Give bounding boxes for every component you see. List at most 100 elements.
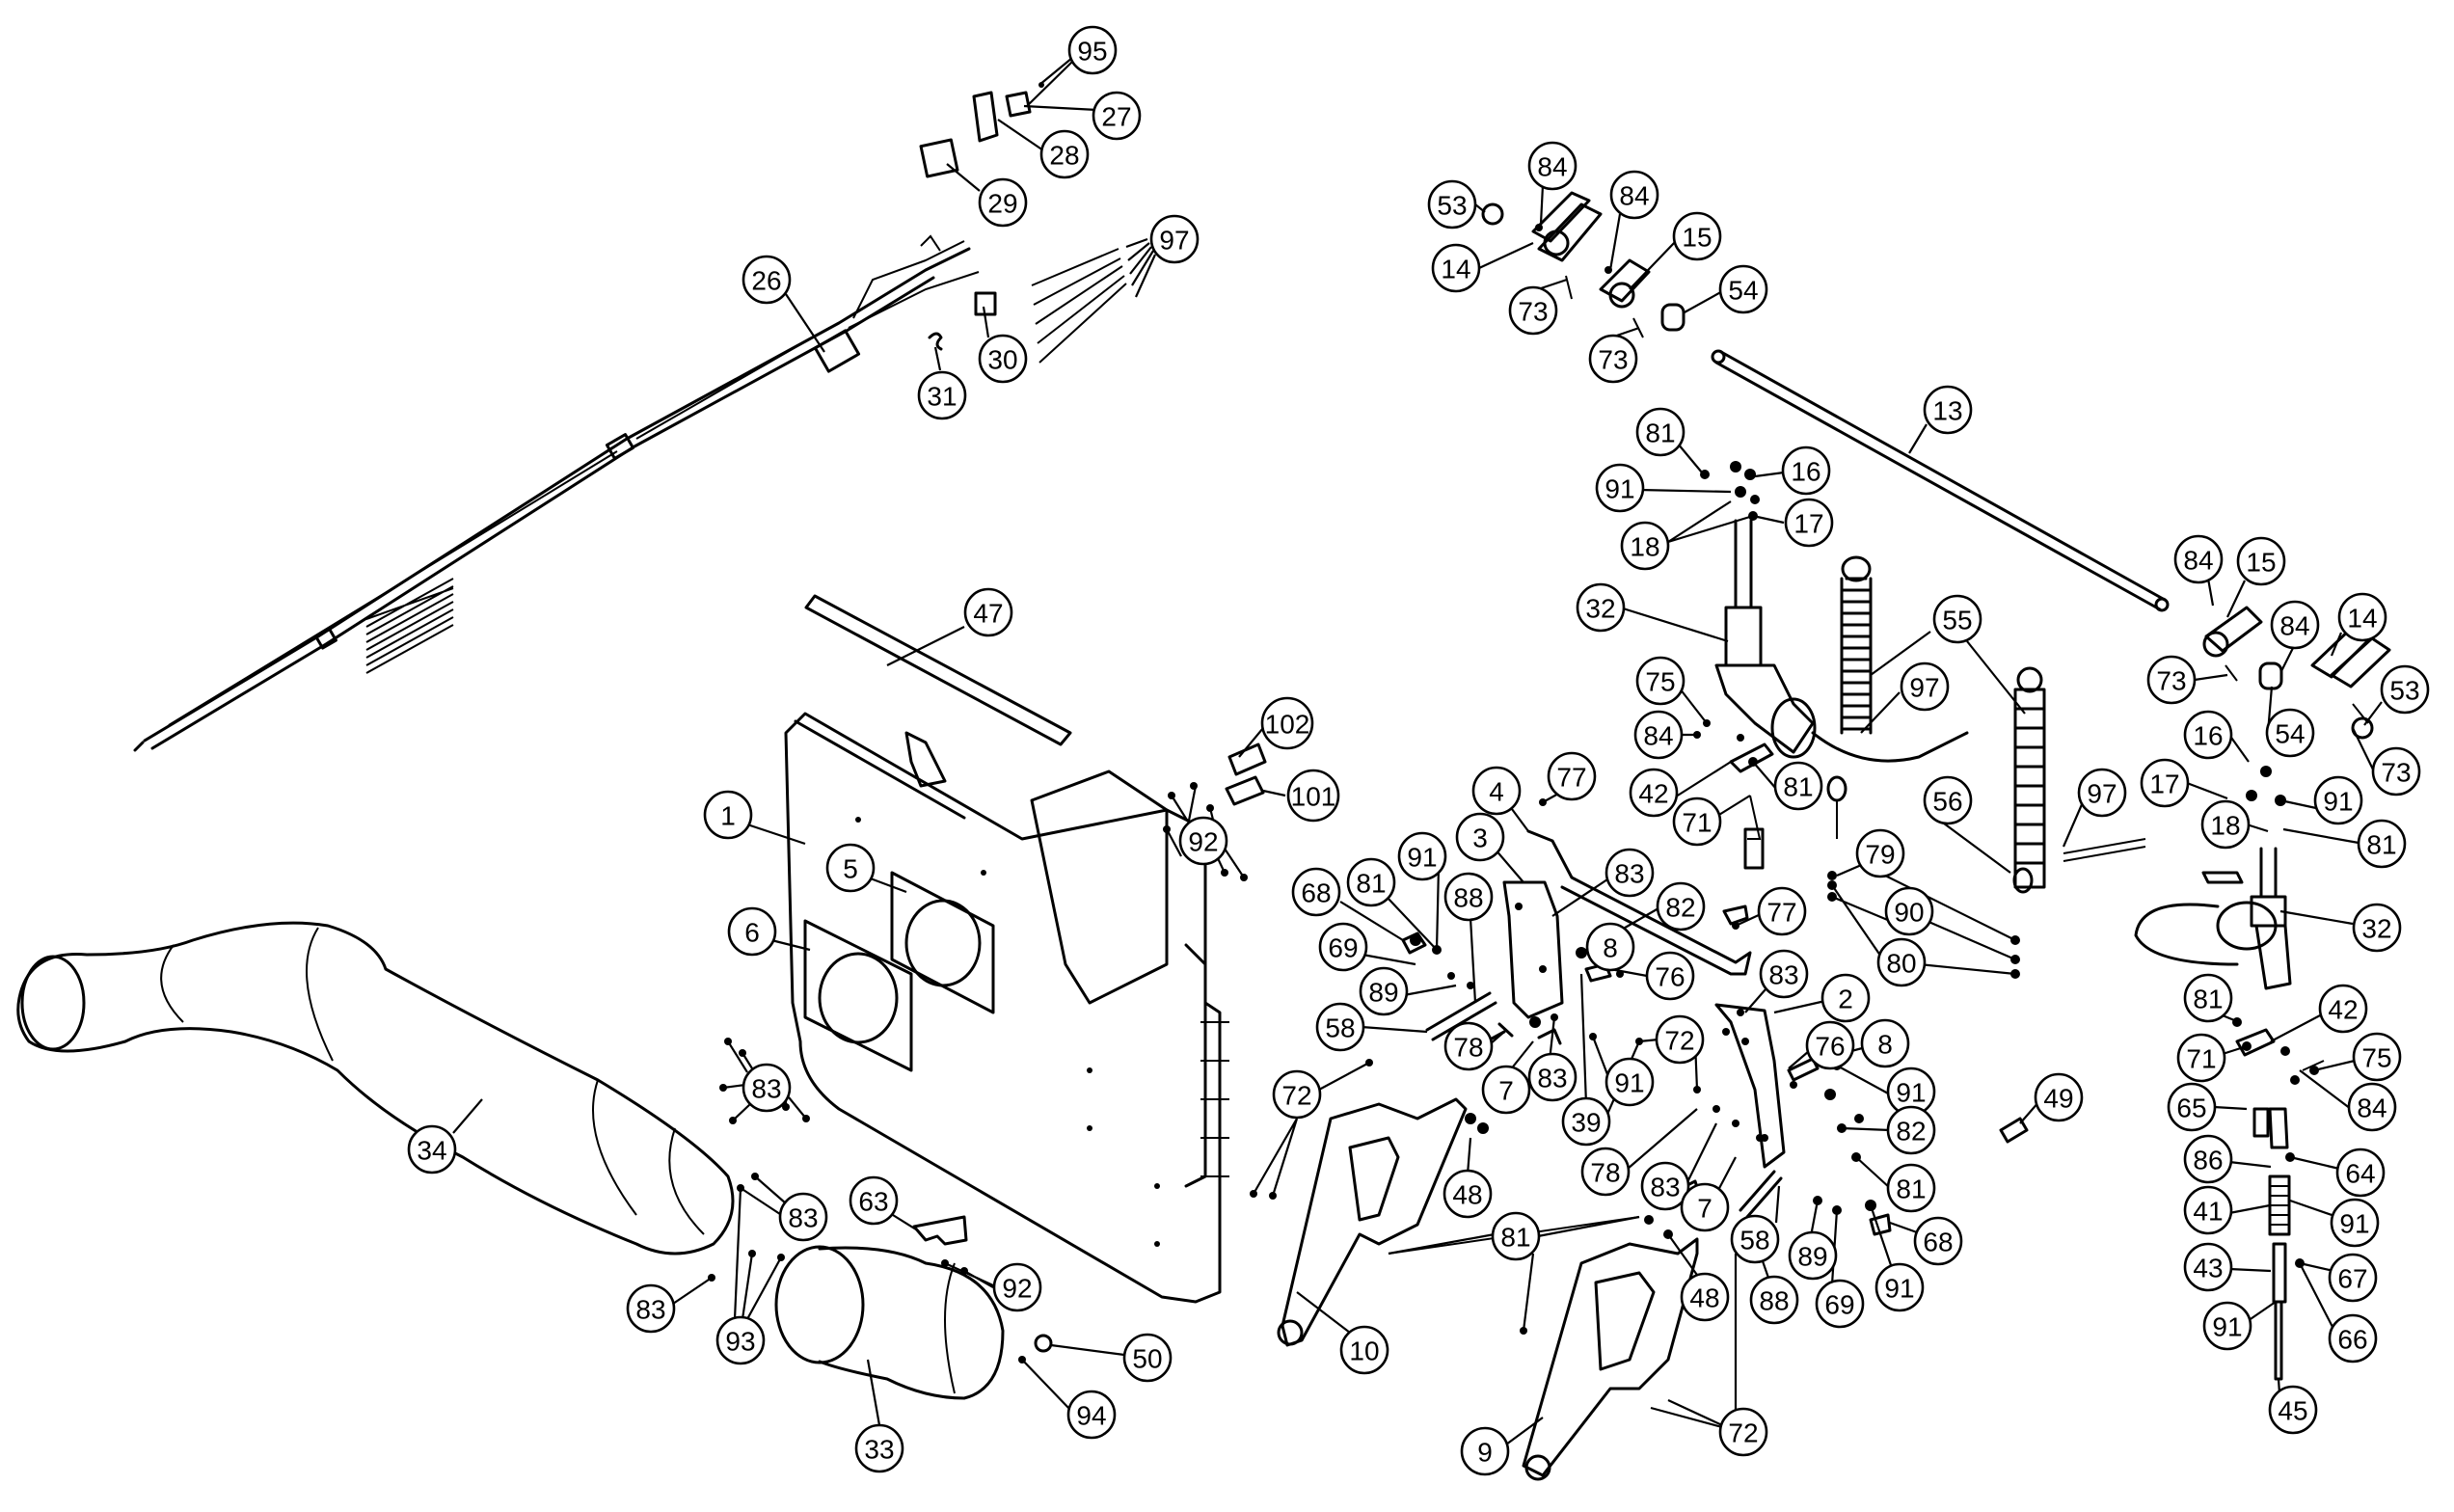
- callout-circle: [1067, 25, 1118, 75]
- callout-27: 27: [1092, 91, 1142, 141]
- callout-circle: [1788, 1230, 1838, 1281]
- leader-lines: [452, 57, 2383, 1445]
- callout-circle: [1561, 1096, 1611, 1147]
- callout-91: 91: [1886, 1066, 1936, 1117]
- callout-95: 95: [1067, 25, 1118, 75]
- callout-number: 48: [1689, 1283, 1719, 1313]
- callout-circle: [1672, 796, 1722, 847]
- callout-circle: [2200, 799, 2251, 850]
- callout-circle: [1884, 886, 1934, 936]
- callout-68: 68: [1291, 867, 1341, 917]
- callout-number: 84: [2357, 1094, 2387, 1123]
- callout-number: 81: [1783, 772, 1813, 802]
- callout-78: 78: [1580, 1147, 1631, 1197]
- callout-15: 15: [1672, 211, 1722, 261]
- callout-43: 43: [2183, 1242, 2233, 1292]
- callout-83: 83: [1605, 848, 1655, 898]
- callout-number: 97: [2087, 779, 2117, 809]
- callout-13: 13: [1923, 385, 1973, 435]
- callout-102: 102: [1260, 696, 1314, 750]
- callout-circle: [1527, 141, 1578, 191]
- callout-number: 102: [1265, 710, 1310, 740]
- callout-circle: [1427, 179, 1477, 230]
- callout-number: 91: [1896, 1078, 1926, 1108]
- callout-88: 88: [1443, 872, 1494, 922]
- springs-55: [1840, 555, 2046, 889]
- callout-circle: [1749, 1275, 1799, 1325]
- connector-parts: [919, 82, 1127, 364]
- callout-number: 91: [1614, 1068, 1644, 1098]
- bar-47: [804, 594, 1072, 746]
- callout-number: 3: [1472, 824, 1488, 853]
- callout-number: 18: [2210, 811, 2240, 841]
- callout-circle: [1149, 214, 1200, 264]
- callout-circle: [407, 1124, 457, 1174]
- callout-93: 93: [715, 1315, 766, 1365]
- callout-84: 84: [2347, 1082, 2397, 1132]
- callout-circle: [1455, 812, 1505, 862]
- callout-number: 75: [2361, 1043, 2391, 1073]
- callout-83: 83: [626, 1283, 676, 1334]
- callout-circle: [703, 790, 753, 840]
- callout-number: 28: [1049, 141, 1079, 171]
- callout-number: 8: [1603, 933, 1618, 963]
- callout-number: 77: [1766, 898, 1796, 928]
- callout-circle: [2347, 1082, 2397, 1132]
- wiring-harness: [133, 234, 980, 752]
- callout-number: 91: [1605, 474, 1634, 504]
- callout-number: 73: [2381, 758, 2411, 788]
- callout-number: 84: [2183, 546, 2213, 576]
- callout-circle: [917, 370, 967, 420]
- callout-number: 2: [1838, 985, 1853, 1014]
- callout-circle: [2183, 1242, 2233, 1292]
- side-plate-9: [1388, 1216, 1699, 1481]
- callout-number: 8: [1877, 1030, 1893, 1060]
- callout-91: 91: [2313, 775, 2363, 825]
- callout-2: 2: [1820, 973, 1871, 1023]
- callout-number: 53: [1437, 191, 1467, 221]
- callout-circle: [1431, 243, 1481, 293]
- callout-91: 91: [1595, 463, 1645, 513]
- callout-number: 83: [1614, 859, 1644, 889]
- callout-42: 42: [2318, 984, 2368, 1034]
- callout-circle: [1609, 170, 1659, 220]
- callout-83: 83: [1527, 1052, 1578, 1102]
- callout-number: 33: [864, 1435, 894, 1465]
- callout-number: 91: [2339, 1209, 2369, 1239]
- callout-29: 29: [978, 177, 1028, 228]
- callout-number: 16: [2193, 721, 2223, 751]
- callout-circle: [1886, 1163, 1936, 1213]
- callout-circle: [2236, 536, 2286, 586]
- callout-number: 81: [2366, 830, 2396, 860]
- callout-circle: [2330, 1198, 2380, 1248]
- callout-number: 91: [2323, 787, 2353, 817]
- callout-number: 83: [1768, 960, 1798, 990]
- callout-circle: [1805, 1020, 1855, 1070]
- callout-91: 91: [1397, 831, 1447, 881]
- callout-45: 45: [2268, 1385, 2318, 1435]
- callout-circle: [1443, 1021, 1494, 1071]
- callout-number: 83: [751, 1074, 781, 1104]
- callout-73: 73: [1588, 334, 1638, 384]
- callout-number: 92: [1188, 827, 1218, 857]
- callout-circle: [2146, 655, 2197, 705]
- callout-circle: [1291, 867, 1341, 917]
- callout-83: 83: [778, 1192, 828, 1242]
- callout-34: 34: [407, 1124, 457, 1174]
- callout-17: 17: [2140, 758, 2190, 808]
- side-plate-10: [1277, 1097, 1468, 1347]
- callout-circle: [963, 587, 1013, 637]
- callout-circle: [1932, 594, 1982, 644]
- callout-circle: [1757, 886, 1807, 936]
- callout-circle: [1346, 857, 1396, 907]
- callout-48: 48: [1443, 1169, 1493, 1219]
- callout-circle: [2328, 1253, 2378, 1303]
- callout-97: 97: [1900, 662, 1950, 712]
- callout-81: 81: [1491, 1211, 1541, 1261]
- callout-number: 26: [751, 266, 781, 296]
- callout-number: 42: [1638, 779, 1668, 809]
- callout-circle: [1645, 951, 1695, 1001]
- callout-83: 83: [1640, 1161, 1690, 1211]
- callout-circle: [1260, 696, 1314, 750]
- callout-circle: [1318, 922, 1368, 972]
